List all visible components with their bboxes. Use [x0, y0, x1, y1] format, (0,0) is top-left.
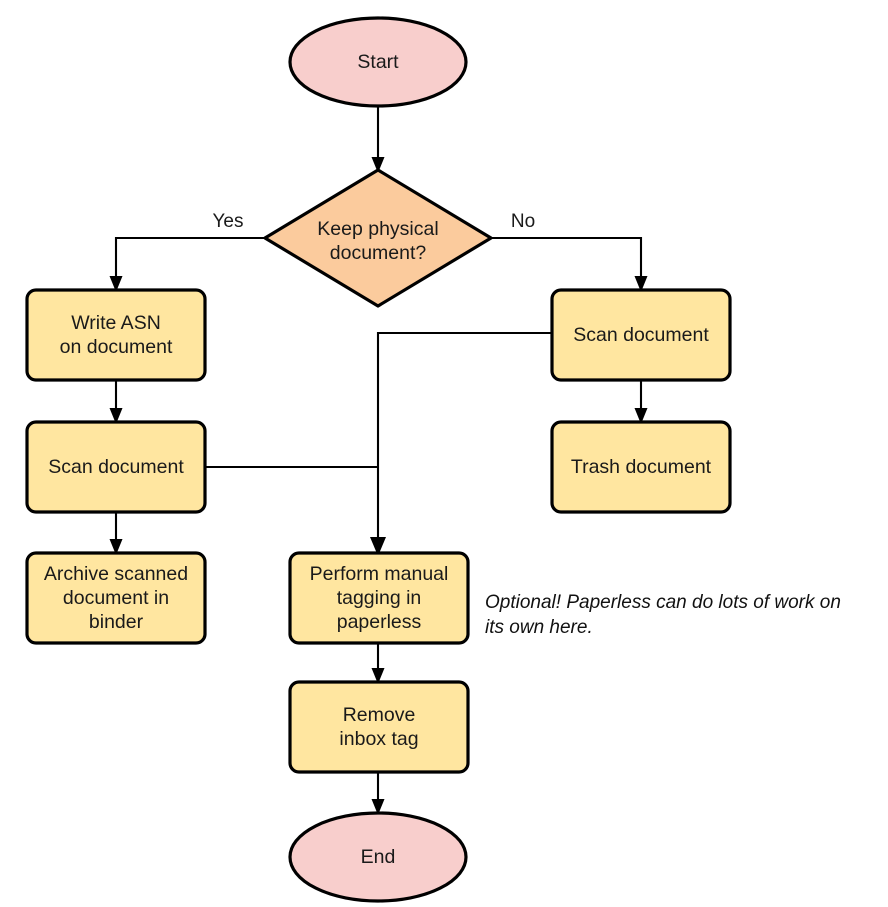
node-scan-document-left[interactable]: Scan document — [25, 420, 207, 514]
decision-label-line-2: document? — [330, 242, 427, 264]
end-label: End — [361, 846, 396, 868]
node-layer: Start Keep physical document? Write ASN … — [25, 16, 732, 903]
remove-inbox-tag-label-line-1: Remove — [343, 704, 416, 726]
edge-label-layer: Yes No — [213, 211, 536, 232]
annotation-line-1: Optional! Paperless can do lots of work … — [485, 592, 841, 613]
manual-tagging-label-line-2: tagging in — [337, 587, 422, 609]
edge-label-yes: Yes — [213, 211, 244, 232]
manual-tagging-box[interactable] — [288, 551, 470, 645]
node-write-asn[interactable]: Write ASN on document — [25, 288, 207, 382]
end-ellipse[interactable] — [288, 811, 468, 903]
node-remove-inbox-tag[interactable]: Remove inbox tag — [288, 680, 470, 774]
edge-label-no: No — [511, 211, 535, 232]
archive-binder-box[interactable] — [25, 551, 207, 645]
edge-scanright-to-trash — [634, 380, 648, 424]
edge-decision-no — [491, 236, 648, 292]
node-trash-document[interactable]: Trash document — [550, 420, 732, 514]
write-asn-label-line-1: Write ASN — [71, 312, 161, 334]
scan-document-left-box[interactable] — [25, 420, 207, 514]
edge-decision-yes — [109, 236, 265, 292]
remove-inbox-tag-box[interactable] — [288, 680, 470, 774]
remove-inbox-tag-label-line-2: inbox tag — [339, 728, 418, 750]
manual-tagging-label-line-3: paperless — [337, 611, 422, 633]
start-ellipse[interactable] — [288, 16, 468, 108]
scan-document-left-label: Scan document — [48, 456, 184, 478]
decision-label-line-1: Keep physical — [317, 218, 438, 240]
scan-document-right-label: Scan document — [573, 324, 709, 346]
archive-binder-label-line-1: Archive scanned — [44, 563, 188, 585]
edge-scanright-to-tagging — [370, 331, 552, 556]
node-scan-document-right[interactable]: Scan document — [550, 288, 732, 382]
manual-tagging-label-line-1: Perform manual — [310, 563, 449, 585]
node-archive-binder[interactable]: Archive scanned document in binder — [25, 551, 207, 645]
annotation-optional-note: Optional! Paperless can do lots of work … — [485, 592, 841, 638]
edge-scanleft-to-archive — [109, 512, 123, 555]
start-label: Start — [357, 51, 399, 73]
node-start[interactable]: Start — [288, 16, 468, 108]
edge-tagging-to-remove — [371, 643, 385, 684]
scan-document-right-box[interactable] — [550, 288, 732, 382]
write-asn-box[interactable] — [25, 288, 207, 382]
node-end[interactable]: End — [288, 811, 468, 903]
node-keep-physical-document[interactable]: Keep physical document? — [263, 168, 493, 308]
annotation-line-2: its own here. — [485, 617, 593, 638]
archive-binder-label-line-3: binder — [89, 611, 144, 633]
trash-document-box[interactable] — [550, 420, 732, 514]
write-asn-label-line-2: on document — [60, 336, 173, 358]
edge-layer — [109, 106, 648, 815]
archive-binder-label-line-2: document in — [63, 587, 169, 609]
edge-asn-to-scan — [109, 380, 123, 424]
edge-start-to-decision — [371, 106, 385, 173]
edge-remove-to-end — [371, 772, 385, 815]
trash-document-label: Trash document — [571, 456, 712, 478]
decision-diamond[interactable] — [263, 168, 493, 308]
node-manual-tagging[interactable]: Perform manual tagging in paperless — [288, 551, 470, 645]
